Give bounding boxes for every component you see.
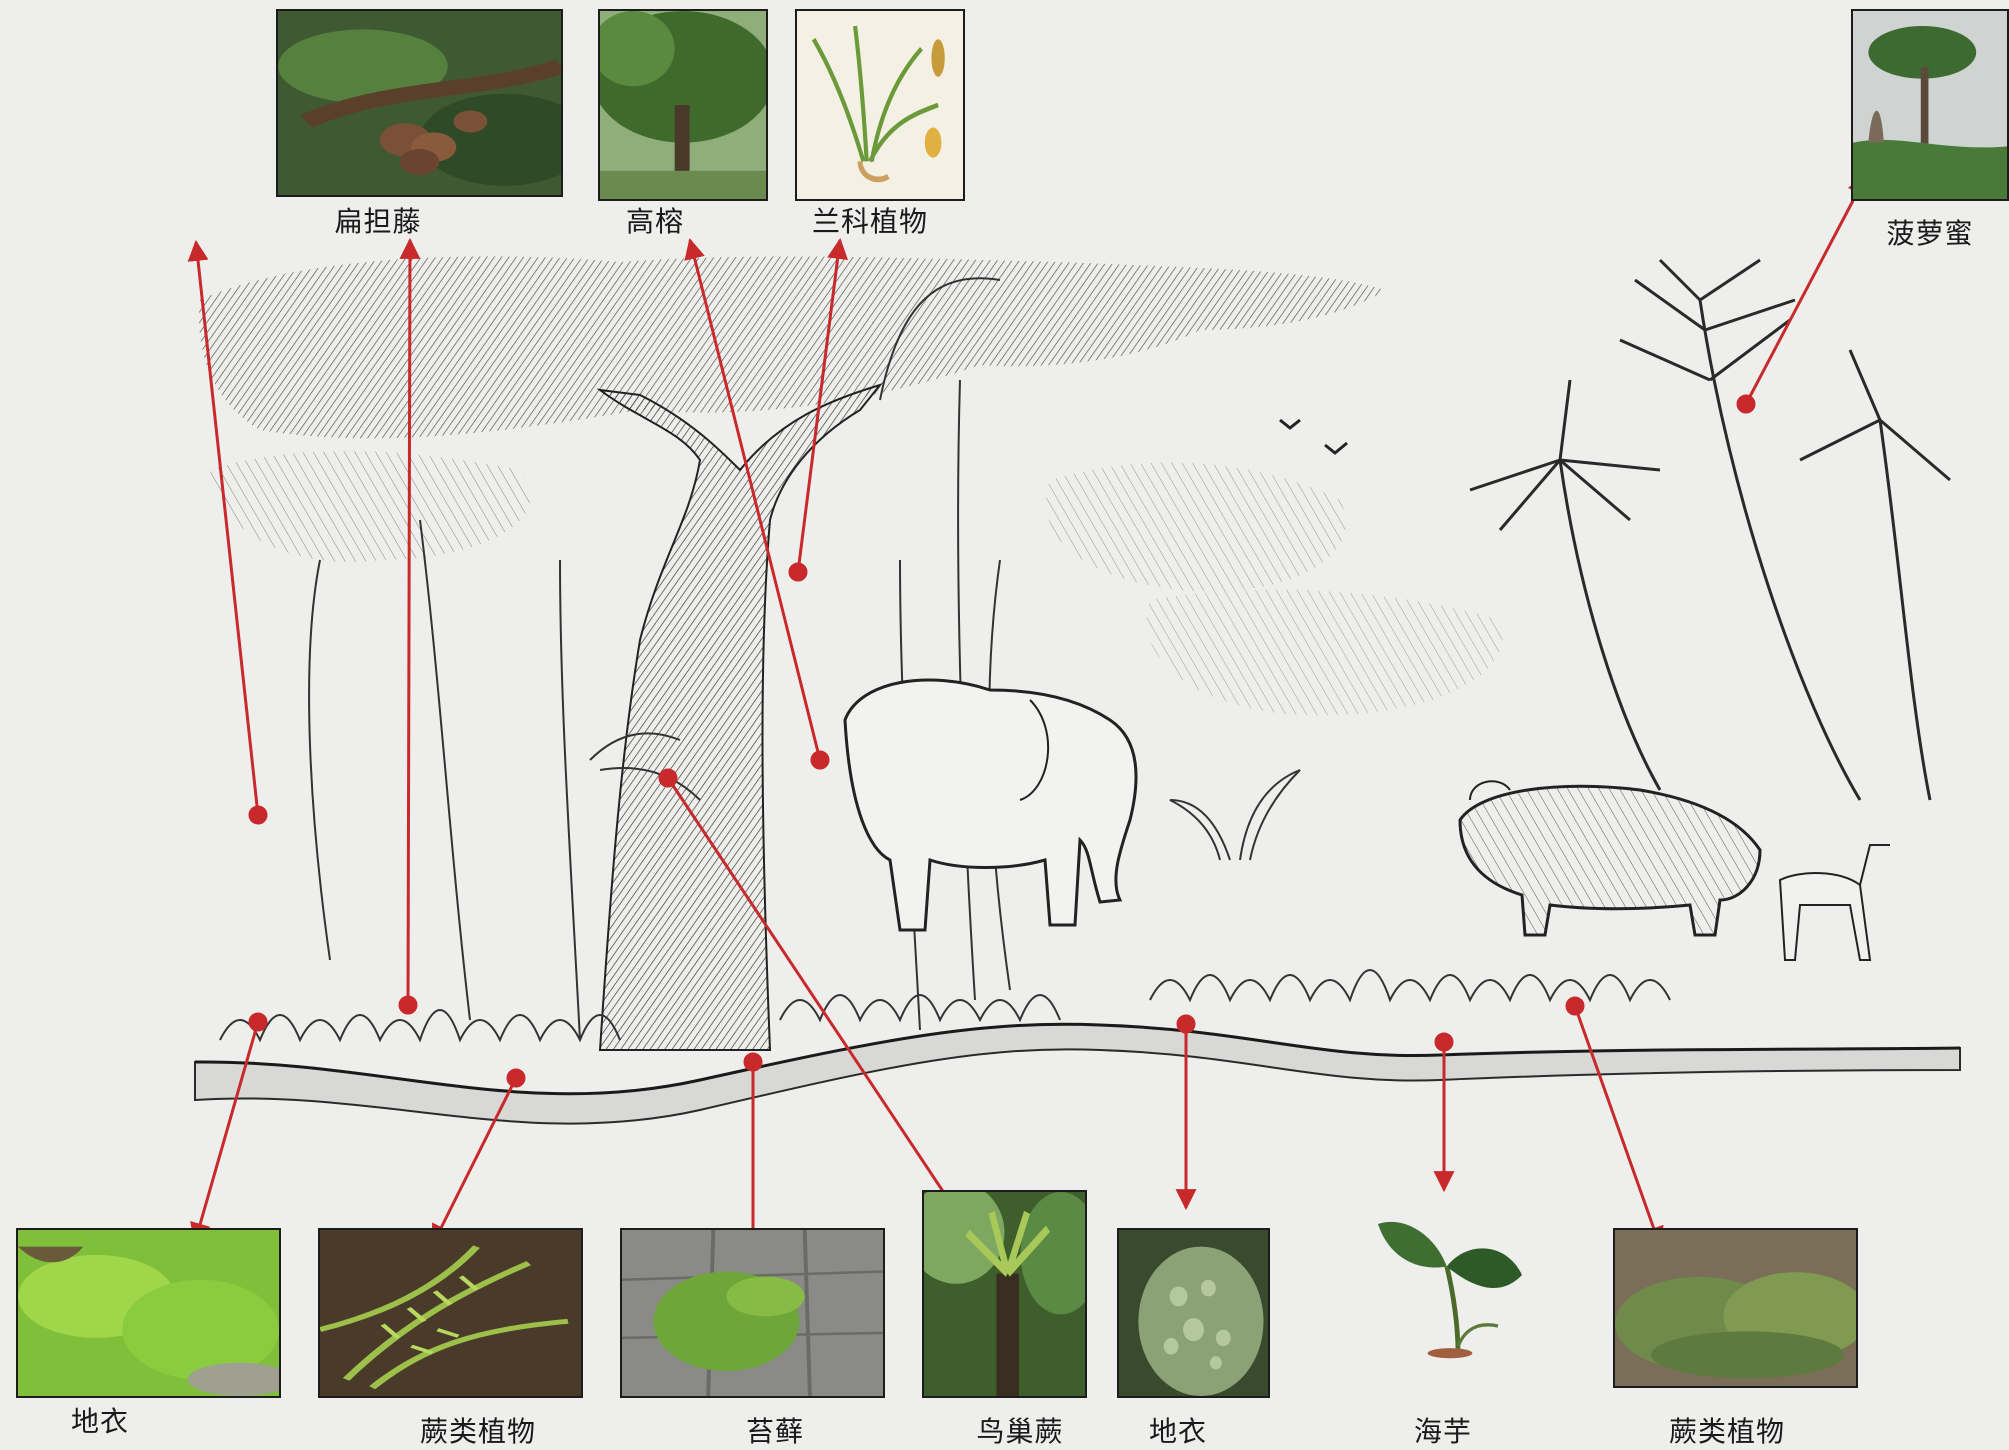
photo-orchids <box>795 9 965 201</box>
label-birds-nest-fern: 鸟巢蕨 <box>976 1410 1063 1450</box>
photo-ferns-left <box>318 1228 583 1398</box>
label-giant-taro: 海芋 <box>1414 1410 1472 1450</box>
label-ferns-left: 蕨类植物 <box>420 1410 536 1450</box>
illustration-giant-taro <box>1370 1190 1530 1360</box>
sketch-canopy <box>199 256 1502 715</box>
label-tall-banyan: 高榕 <box>626 200 684 240</box>
label-rattan: 扁担藤 <box>334 200 421 240</box>
leader-ferns-right <box>1575 1006 1660 1246</box>
photo-moss <box>620 1228 885 1398</box>
sketch-deer <box>1780 845 1890 960</box>
photo-lichen-center <box>1117 1228 1270 1398</box>
photo-lichen-left <box>16 1228 281 1398</box>
photo-tall-banyan <box>598 9 768 201</box>
label-lichen-left: 地衣 <box>71 1400 129 1440</box>
leader-rattan <box>408 240 410 1005</box>
label-jackfruit: 菠萝蜜 <box>1886 212 1973 252</box>
label-moss: 苔藓 <box>746 1410 804 1450</box>
sketch-palms <box>1470 260 1950 800</box>
label-orchids: 兰科植物 <box>812 200 928 240</box>
sketch-elephant <box>845 680 1136 930</box>
photo-rattan <box>276 9 563 197</box>
photo-birds-nest-fern <box>922 1190 1087 1398</box>
sketch-birds <box>1280 420 1347 453</box>
label-lichen-center: 地衣 <box>1149 1410 1207 1450</box>
photo-ferns-right <box>1613 1228 1858 1388</box>
leader-jackfruit <box>1746 176 1866 404</box>
leader-lichen-left <box>195 1022 258 1242</box>
sketch-buffalo <box>1460 781 1760 935</box>
label-ferns-right: 蕨类植物 <box>1669 1410 1785 1450</box>
photo-jackfruit <box>1851 9 2009 201</box>
